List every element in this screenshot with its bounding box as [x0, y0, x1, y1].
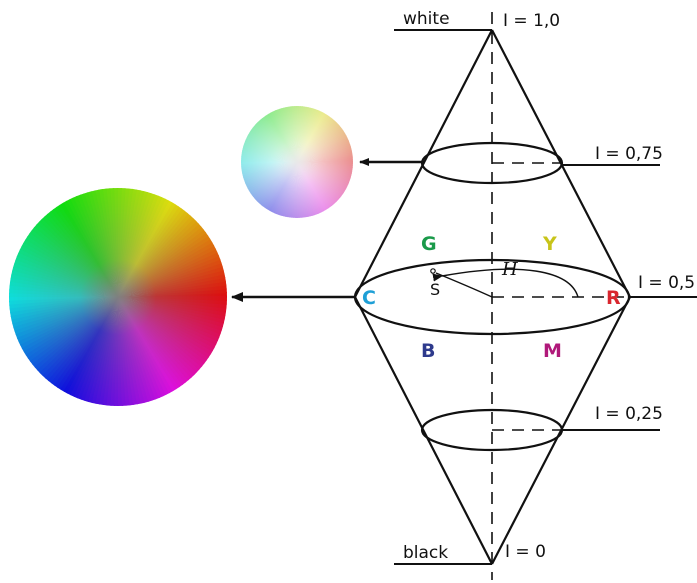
- hue-label-red: R: [606, 287, 621, 309]
- saturation-label: S: [430, 280, 440, 299]
- level-i-075: I = 0,75: [595, 144, 663, 164]
- hue-label-cyan: C: [362, 287, 376, 309]
- saturation-line: [435, 272, 493, 298]
- black-label: black: [403, 543, 448, 563]
- cone-edge-lower-left: [354, 296, 493, 565]
- color-wheel-light-center-shading: [241, 106, 353, 218]
- hue-label-green: G: [421, 233, 437, 255]
- cone-edge-upper-left: [354, 29, 493, 298]
- level-i-0: I = 0: [505, 542, 546, 562]
- hue-label-blue: B: [421, 340, 435, 362]
- level-i-1: I = 1,0: [503, 11, 560, 31]
- level-i-05: I = 0,5: [638, 273, 695, 293]
- level-i-025: I = 0,25: [595, 404, 663, 424]
- hue-arc: [432, 268, 579, 298]
- saturation-point: [430, 268, 436, 274]
- hue-label-yellow: Y: [542, 233, 557, 255]
- color-wheel-center-shading: [9, 188, 227, 406]
- hue-label-magenta: M: [543, 340, 562, 362]
- white-label: white: [403, 9, 450, 29]
- ellipse-i-05: [353, 258, 631, 336]
- hue-angle-label: H: [501, 259, 518, 280]
